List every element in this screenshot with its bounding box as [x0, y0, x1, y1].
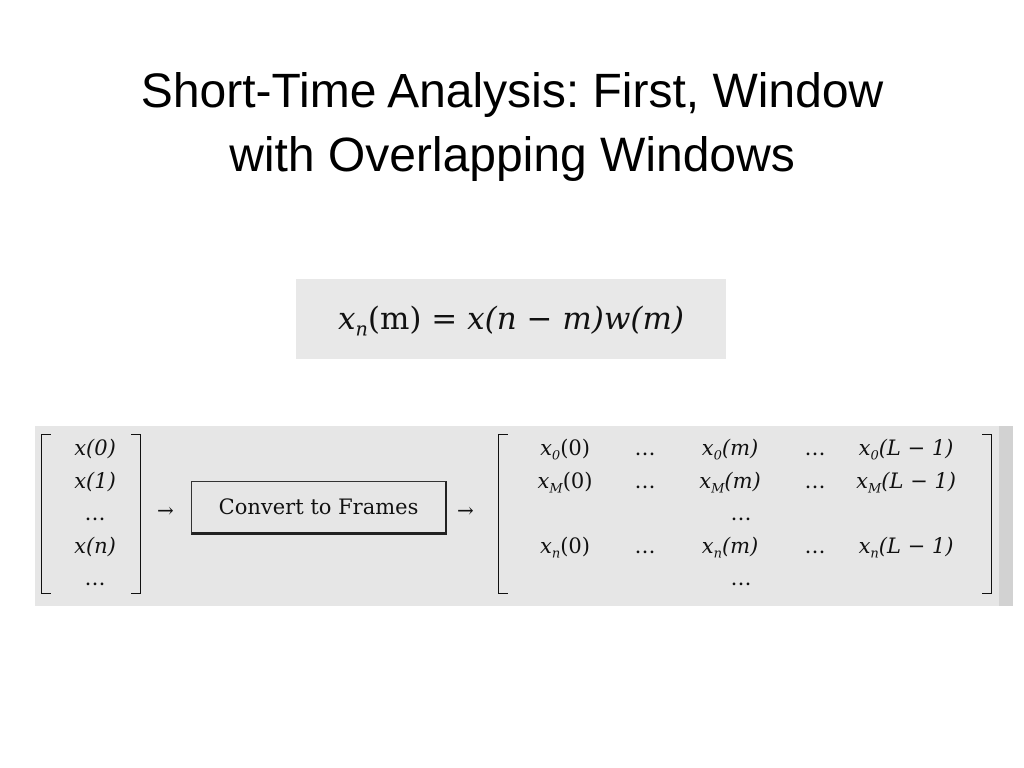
- input-signal-vector: x(0) x(1) … x(n) …: [53, 432, 137, 595]
- input-entry: x(1): [74, 468, 116, 493]
- slide-title: Short-Time Analysis: First, Window with …: [0, 60, 1024, 188]
- matrix-row: x0(0) … x0(m) … x0(L − 1): [540, 436, 954, 464]
- input-entry: …: [84, 501, 106, 525]
- input-entry: x(n): [74, 533, 116, 558]
- equation-box: xn(m) = x(n − m)w(m): [296, 279, 726, 359]
- matrix-right-bracket: [982, 434, 992, 594]
- input-entry: x(0): [74, 436, 116, 460]
- title-line-1: Short-Time Analysis: First, Window: [140, 65, 884, 118]
- matrix-left-bracket: [498, 434, 508, 594]
- right-arrow-icon: →: [157, 498, 174, 522]
- matrix-row: xM(0) … xM(m) … xM(L − 1): [537, 468, 956, 497]
- frame-matrix: x0(0) … x0(m) … x0(L − 1) xM(0) … xM(m) …: [510, 432, 972, 595]
- convert-to-frames-box: Convert to Frames: [191, 481, 447, 535]
- matrix-row: …: [730, 566, 752, 590]
- title-line-2: with Overlapping Windows: [229, 129, 795, 182]
- input-left-bracket: [41, 434, 51, 594]
- input-right-bracket: [131, 434, 141, 594]
- matrix-row: …: [730, 501, 752, 525]
- matrix-row: xn(0) … xn(m) … xn(L − 1): [540, 533, 954, 562]
- framing-diagram: x(0) x(1) … x(n) … → Convert to Frames →…: [35, 426, 1013, 606]
- diagram-edge-strip: [999, 426, 1013, 606]
- windowed-signal-equation: xn(m) = x(n − m)w(m): [338, 301, 684, 341]
- input-entry: …: [84, 566, 106, 590]
- right-arrow-icon: →: [457, 498, 474, 522]
